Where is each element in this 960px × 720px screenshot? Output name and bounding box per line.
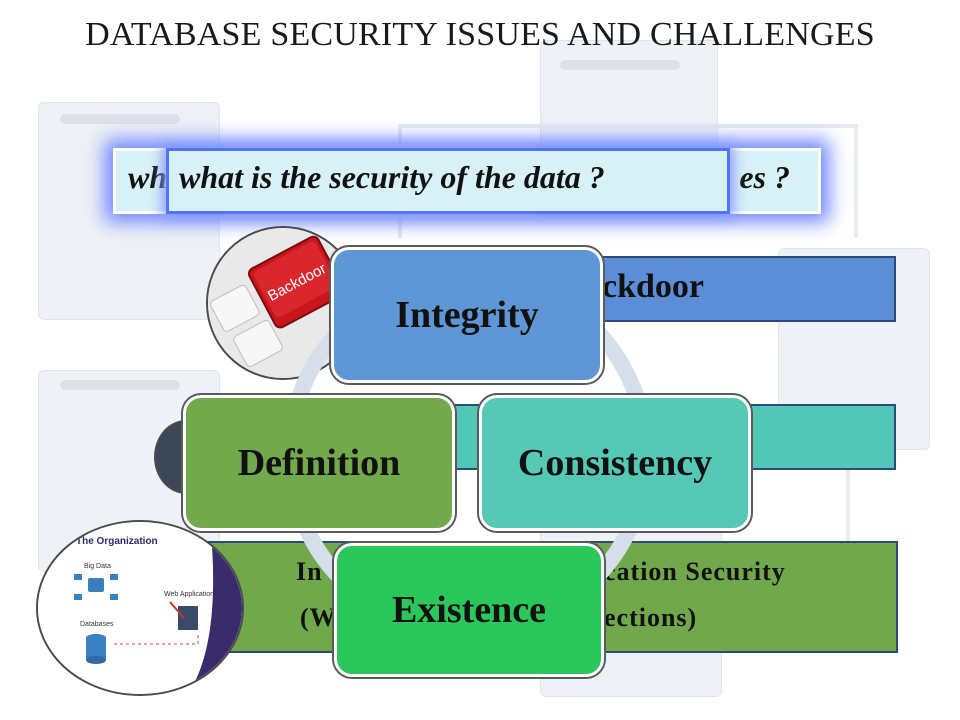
background-line bbox=[60, 380, 180, 390]
band-backdoor-label: ckdoor bbox=[602, 268, 704, 305]
web-application-icon bbox=[169, 601, 198, 630]
background-line bbox=[560, 60, 680, 70]
org-title: The Organization bbox=[76, 536, 158, 547]
question-back-start: wh bbox=[128, 159, 168, 195]
band-green-line2-start: (W bbox=[300, 603, 337, 632]
org-web-app-label: Web Application bbox=[164, 591, 214, 598]
cycle-item-integrity: Integrity bbox=[331, 247, 603, 383]
keyboard-icon: Backdoor bbox=[208, 228, 358, 378]
band-green-line2-end: ections) bbox=[604, 603, 698, 632]
cycle-item-existence-label: Existence bbox=[391, 589, 547, 631]
organization-image: The Organization Big Data Web Applicatio… bbox=[36, 520, 244, 696]
cycle-item-consistency: Consistency bbox=[479, 395, 751, 531]
databases-icon bbox=[86, 634, 106, 664]
question-banner-front: what is the security of the data ? bbox=[166, 148, 730, 214]
page-title: DATABASE SECURITY ISSUES AND CHALLENGES bbox=[85, 16, 875, 53]
backdoor-key-image: Backdoor bbox=[206, 226, 360, 380]
question-front-text: what is the security of the data ? bbox=[179, 159, 605, 195]
cycle-item-definition-label: Definition bbox=[237, 442, 401, 484]
organization-diagram-icon: The Organization Big Data Web Applicatio… bbox=[38, 522, 242, 694]
question-back-end: es ? bbox=[739, 159, 790, 195]
org-databases-label: Databases bbox=[80, 621, 114, 628]
org-big-data-label: Big Data bbox=[84, 563, 111, 570]
background-line bbox=[60, 114, 180, 124]
big-data-icon bbox=[74, 574, 118, 600]
cycle-item-consistency-label: Consistency bbox=[517, 442, 713, 484]
cycle-item-existence: Existence bbox=[334, 543, 604, 677]
band-green-line1-end: cation Security bbox=[604, 557, 786, 586]
cycle-item-integrity-label: Integrity bbox=[395, 294, 539, 336]
cycle-item-definition: Definition bbox=[183, 395, 455, 531]
